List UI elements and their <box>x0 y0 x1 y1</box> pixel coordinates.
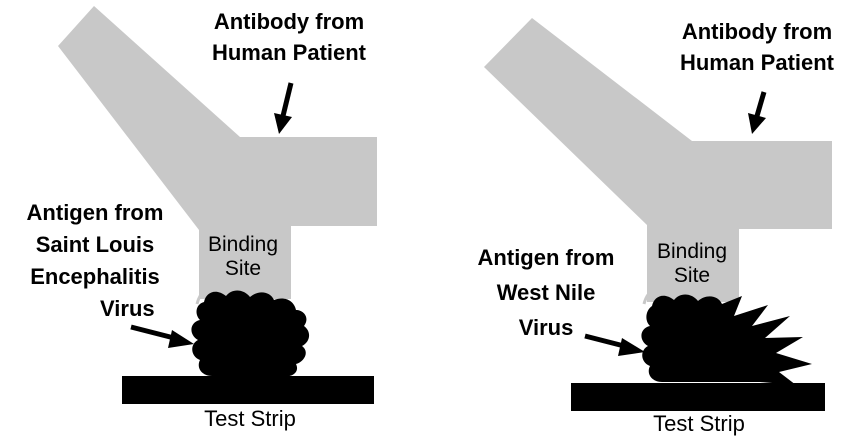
test-strip-label-left: Test Strip <box>170 406 330 432</box>
antigen-label-line: Saint Louis <box>0 229 190 261</box>
test-strip-right <box>571 383 825 411</box>
antibody-label-line: Antibody from <box>655 16 859 47</box>
binding-site-label-line: Site <box>196 257 290 281</box>
antigen-label-line: Virus <box>0 293 190 325</box>
binding-site-label-line: Site <box>645 264 739 288</box>
antibody-label-line: Human Patient <box>194 37 384 68</box>
binding-site-label-left: Binding Site <box>196 233 290 281</box>
test-strip-left <box>122 376 374 404</box>
antibody-label-left: Antibody from Human Patient <box>194 6 384 68</box>
binding-site-label-line: Binding <box>645 240 739 264</box>
arrow-antibody-right <box>748 92 766 134</box>
test-strip-label-right: Test Strip <box>619 411 779 437</box>
antibody-label-line: Human Patient <box>655 47 859 78</box>
arrow-antigen-left <box>131 327 194 348</box>
antigen-blob-right <box>641 294 812 385</box>
binding-site-label-line: Binding <box>196 233 290 257</box>
antigen-label-line: Antigen from <box>0 197 190 229</box>
antigen-label-left: Antigen from Saint Louis Encephalitis Vi… <box>0 197 190 325</box>
antigen-label-line: Antigen from <box>446 240 646 275</box>
antibody-label-line: Antibody from <box>194 6 384 37</box>
antibody-label-right: Antibody from Human Patient <box>655 16 859 78</box>
antigen-label-right: Antigen from West Nile Virus <box>446 240 646 345</box>
antigen-label-line: Virus <box>446 310 646 345</box>
antigen-blob-left <box>191 290 309 376</box>
antigen-label-line: Encephalitis <box>0 261 190 293</box>
binding-site-label-right: Binding Site <box>645 240 739 288</box>
antigen-label-line: West Nile <box>446 275 646 310</box>
arrow-antibody-left <box>274 83 292 134</box>
